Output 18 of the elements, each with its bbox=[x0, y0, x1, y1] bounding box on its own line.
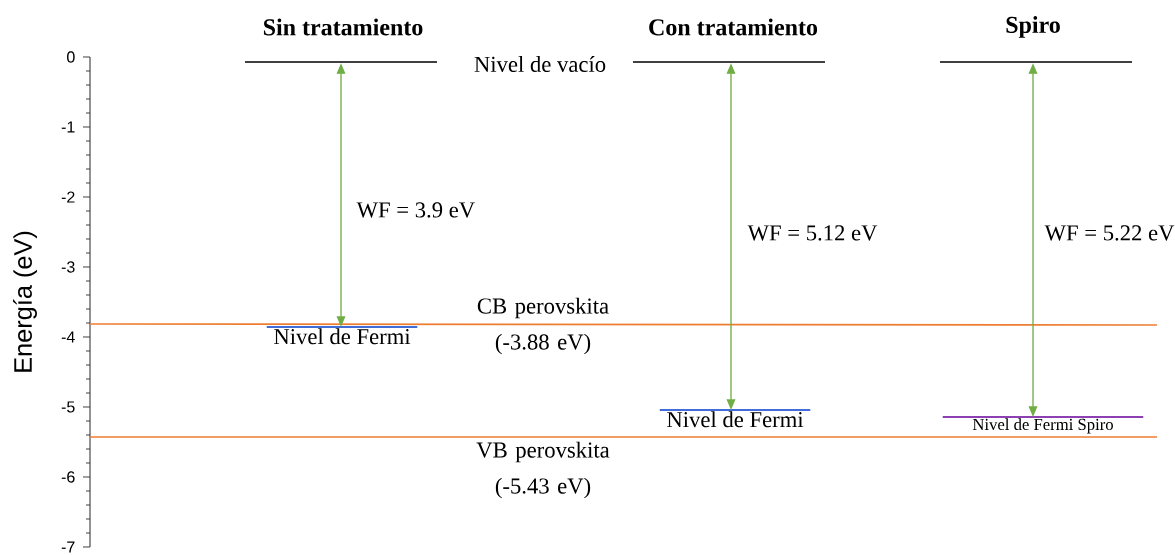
tick-label: -5 bbox=[61, 401, 75, 413]
band-label: CB perovskita (-3.88 eV) bbox=[477, 297, 609, 355]
fermi-level: Nivel de Fermi bbox=[265, 326, 419, 345]
edge-label: WF = 5.22 eV bbox=[1044, 225, 1175, 241]
level-label: Nivel de vacío bbox=[474, 56, 606, 72]
tick-label: -1 bbox=[61, 121, 75, 133]
tick-label: -6 bbox=[61, 471, 75, 483]
tick-label: -3 bbox=[61, 261, 75, 273]
tick-label: 0 bbox=[67, 51, 75, 63]
edge-label: WF = 5.12 eV bbox=[747, 225, 878, 241]
tick-label: -2 bbox=[61, 191, 75, 203]
edge-label: WF = 3.9 eV bbox=[356, 202, 475, 218]
band-label: VB perovskita (-5.43 eV) bbox=[476, 441, 610, 499]
tick-label: -4 bbox=[61, 331, 75, 343]
fermi-level: Nivel de Fermi Spiro bbox=[941, 416, 1145, 434]
axis-title: Energía (eV) bbox=[13, 231, 37, 372]
tick-label: -7 bbox=[61, 541, 75, 553]
fermi-level: Nivel de Fermi bbox=[658, 409, 812, 428]
